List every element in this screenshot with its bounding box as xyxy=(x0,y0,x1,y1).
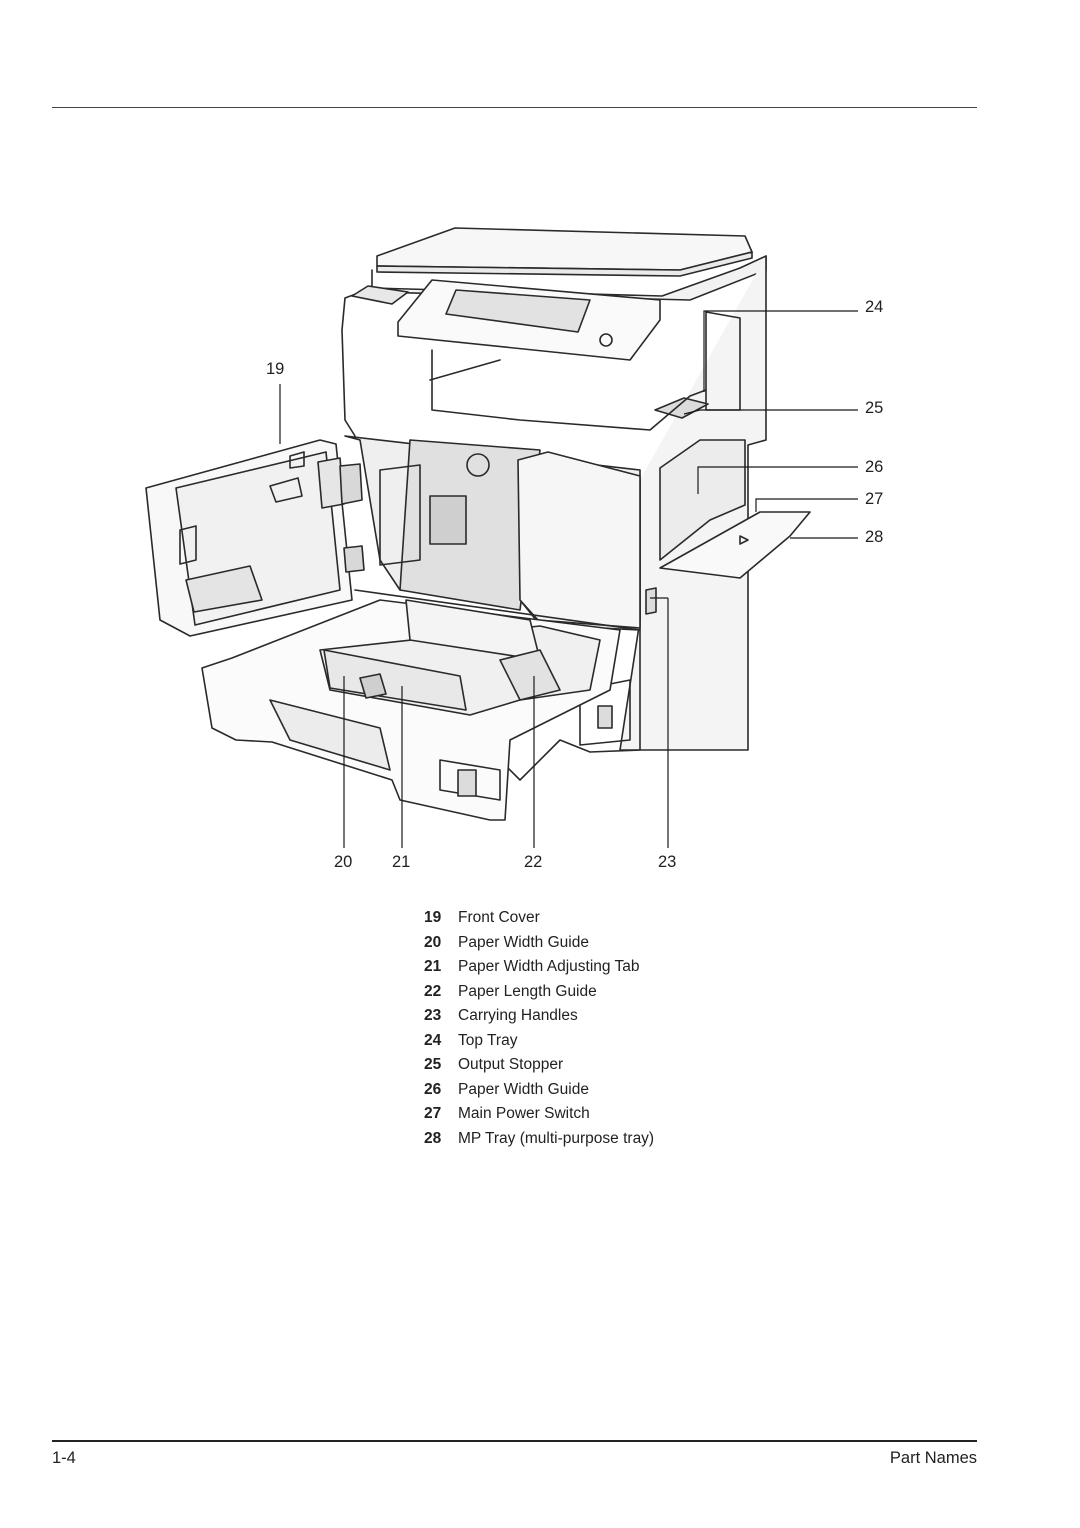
paper-width-adjusting-tab xyxy=(359,673,387,699)
section-name: Part Names xyxy=(889,1449,977,1467)
callout-20: 20 xyxy=(334,853,353,871)
callout-25: 25 xyxy=(865,399,884,417)
callout-26: 26 xyxy=(865,458,884,476)
lower-base xyxy=(354,589,641,781)
callout-21: 21 xyxy=(392,853,411,871)
mp-tray xyxy=(659,511,811,579)
document-cover xyxy=(376,227,753,271)
callout-19: 19 xyxy=(266,360,285,378)
leader-26 xyxy=(697,466,858,494)
callout-27: 27 xyxy=(865,490,884,508)
callout-28: 28 xyxy=(865,528,884,546)
callout-23: 23 xyxy=(658,853,677,871)
leader-27 xyxy=(755,498,858,512)
paper-length-guide xyxy=(499,649,561,701)
scanner-body xyxy=(371,255,767,301)
carrying-handle xyxy=(645,587,657,615)
paper-width-guide xyxy=(323,649,467,711)
output-stopper xyxy=(654,397,709,419)
inner-right-cover xyxy=(517,451,641,629)
leader-25 xyxy=(683,409,858,415)
callout-24: 24 xyxy=(865,298,884,316)
printer-illustration xyxy=(145,227,858,848)
page-number: 1-4 xyxy=(52,1449,76,1467)
leader-24 xyxy=(703,310,858,392)
callout-22: 22 xyxy=(524,853,543,871)
header-rule xyxy=(52,107,977,108)
footer-rule xyxy=(52,1440,977,1442)
